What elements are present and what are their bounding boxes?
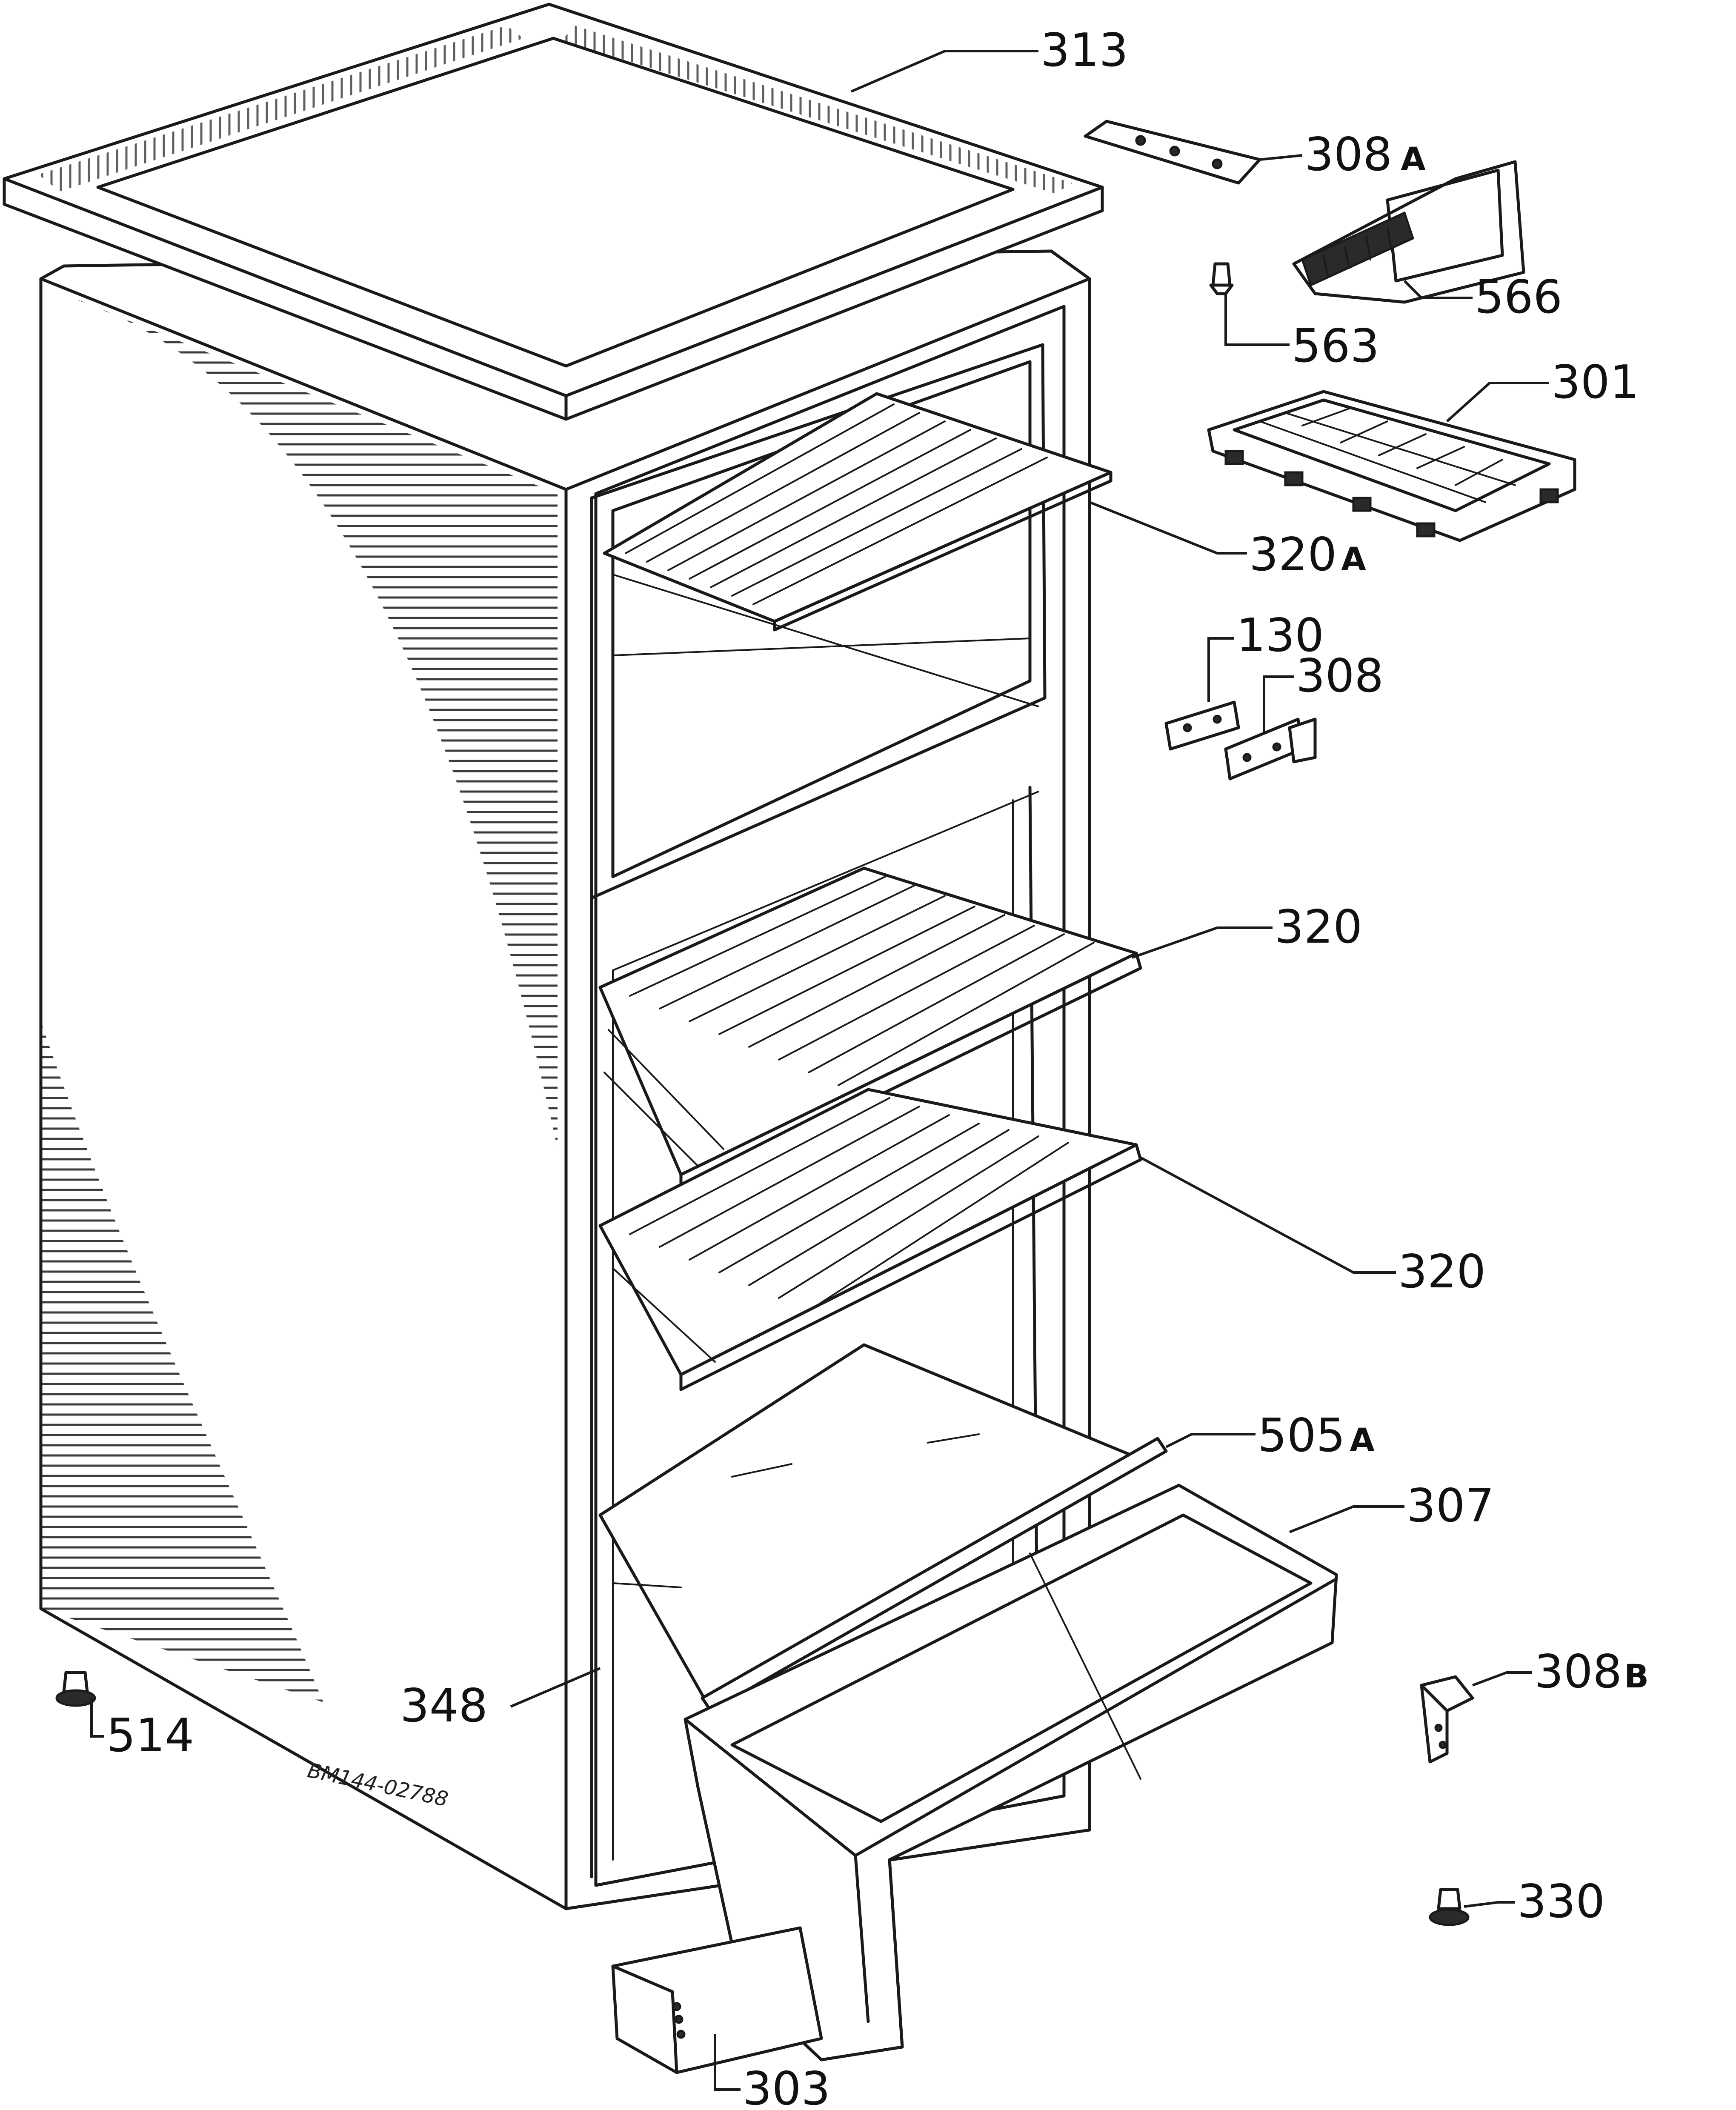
- upper-shelf: [598, 866, 1142, 1193]
- label-130: 130: [1236, 609, 1324, 662]
- adjustable-foot-330: [1429, 1888, 1470, 1926]
- middle-hinge: [1224, 718, 1317, 781]
- adjustable-foot-514: [55, 1671, 96, 1707]
- ice-scraper: [1292, 160, 1525, 304]
- lower-shelf: [598, 1088, 1142, 1391]
- label-514: 514: [106, 1709, 194, 1762]
- label-303: 303: [743, 2062, 830, 2110]
- pin: [1209, 262, 1234, 295]
- glass-shelf-trim: [701, 1437, 1168, 1713]
- ice-cube-tray: [1207, 390, 1576, 542]
- label-566: 566: [1475, 271, 1562, 324]
- label-307: 307: [1407, 1479, 1494, 1532]
- hinge-plate-308a: [1084, 120, 1261, 185]
- label-308: 308: [1296, 649, 1384, 703]
- bottom-hinge-bracket: [1420, 1675, 1474, 1764]
- crisper-drawer: [684, 1484, 1338, 2061]
- freezer-shelf: [603, 392, 1113, 632]
- leader-lines: [90, 50, 1549, 2091]
- label-348: 348: [400, 1679, 488, 1733]
- label-313: 313: [1041, 24, 1128, 77]
- label-308b: 308B: [1534, 1645, 1649, 1698]
- label-563: 563: [1292, 320, 1379, 373]
- top-cover: [3, 3, 1104, 421]
- label-320-upper: 320: [1275, 901, 1362, 954]
- label-330: 330: [1517, 1875, 1605, 1928]
- label-301: 301: [1551, 356, 1639, 409]
- shim: [1164, 700, 1240, 751]
- kick-plate: [611, 1926, 823, 2074]
- label-320-lower: 320: [1398, 1245, 1486, 1298]
